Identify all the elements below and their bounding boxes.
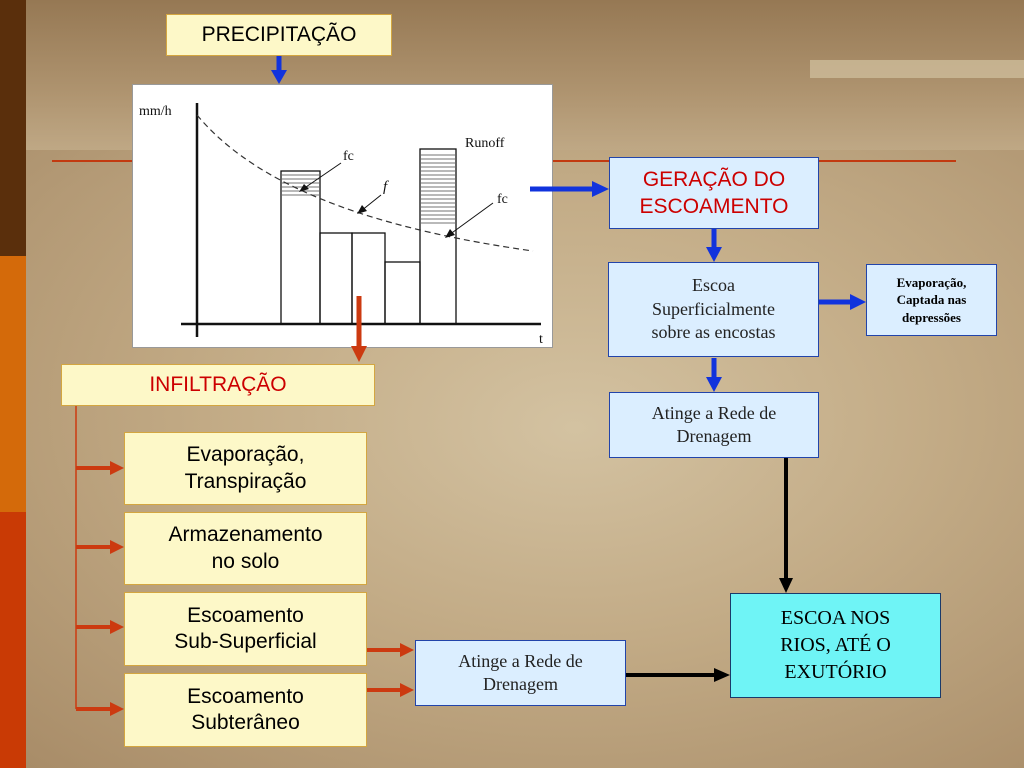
left-accent-strip-top [0,0,26,256]
plot-pointer-fc-1 [302,162,342,190]
rede-top-line-1: Atinge a Rede de [651,402,777,423]
rede-top-line-2: Drenagem [676,426,752,446]
exut-line-1: ESCOA NOS [780,607,891,629]
plot-y-label: mm/h [139,104,172,119]
left-accent-strip-middle [0,256,26,512]
plot-bar-5 [419,148,457,325]
decorative-line-left [52,160,132,162]
precipitacao-box: PRECIPITAÇÃO [166,14,392,56]
exut-line-3: EXUTÓRIO [784,661,887,683]
plot-bar-1 [280,170,321,325]
plot-hatch-right [421,154,455,224]
plot-label-runoff: Runoff [465,136,505,151]
escoa-sup-line-3: sobre as encostas [651,322,776,343]
infiltration-plot-svg: mm/h t fc f [139,103,543,347]
geracao-line-1: GERAÇÃO DO [642,167,786,191]
rede-bottom-line-2: Drenagem [483,674,558,694]
background-shelf [810,60,1024,78]
evaporacao-depressoes-box: Evaporação, Captada nas depressões [866,264,997,336]
escsubt-line-2: Subterâneo [191,711,300,734]
geracao-escoamento-box: GERAÇÃO DO ESCOAMENTO [609,157,819,229]
escoamento-subsuperficial-box: Escoamento Sub-Superficial [124,592,367,666]
armaz-line-1: Armazenamento [168,523,323,547]
evap-line-1: Evaporação, [186,443,305,467]
evap-dep-line-2: Captada nas [896,292,967,308]
infiltracao-label: INFILTRAÇÃO [149,373,287,396]
escsubt-line-1: Escoamento [187,684,304,708]
evap-dep-line-1: Evaporação, [896,274,967,290]
plot-rainfall-bars [280,148,457,325]
geracao-line-2: ESCOAMENTO [639,195,789,218]
plot-label-fc-1: fc [343,149,354,164]
plot-pointer-fc-1-head [299,184,309,192]
armaz-line-2: no solo [211,549,280,573]
atinge-rede-bottom-box: Atinge a Rede de Drenagem [415,640,626,706]
plot-label-fc-2: fc [497,192,508,207]
escoa-superficialmente-box: Escoa Superficialmente sobre as encostas [608,262,819,357]
infiltration-plot: mm/h t fc f [132,84,553,348]
plot-pointer-f-head [357,205,367,214]
decorative-line-middle [553,160,609,162]
plot-x-label: t [539,332,543,347]
plot-infiltration-capacity-curve [196,114,534,252]
escoa-sup-line-2: Superficialmente [652,298,775,319]
escsub-line-1: Escoamento [187,603,304,627]
atinge-rede-top-box: Atinge a Rede de Drenagem [609,392,819,458]
plot-bar-3 [351,232,386,325]
rede-bottom-line-1: Atinge a Rede de [458,650,583,671]
evaporacao-transpiracao-box: Evaporação, Transpiração [124,432,367,505]
plot-label-f: f [383,179,389,195]
plot-hatch-left [282,174,319,196]
plot-bar-2 [319,232,353,325]
escoa-sup-line-1: Escoa [692,275,735,296]
plot-bar-4 [384,261,421,325]
evap-dep-line-3: depressões [902,309,961,325]
left-accent-strip-bottom [0,512,26,768]
plot-pointer-fc-2 [448,202,494,236]
precipitacao-label: PRECIPITAÇÃO [201,23,357,46]
armazenamento-solo-box: Armazenamento no solo [124,512,367,585]
escoamento-subterraneo-box: Escoamento Subterâneo [124,673,367,747]
plot-pointer-fc-2-head [445,229,455,238]
decorative-line-right [819,160,956,162]
infiltracao-box: INFILTRAÇÃO [61,364,375,406]
escoa-rios-exutorio-box: ESCOA NOS RIOS, ATÉ O EXUTÓRIO [730,593,941,698]
escsub-line-2: Sub-Superficial [174,630,317,653]
evap-line-2: Transpiração [184,469,307,493]
exut-line-2: RIOS, ATÉ O [780,634,891,656]
